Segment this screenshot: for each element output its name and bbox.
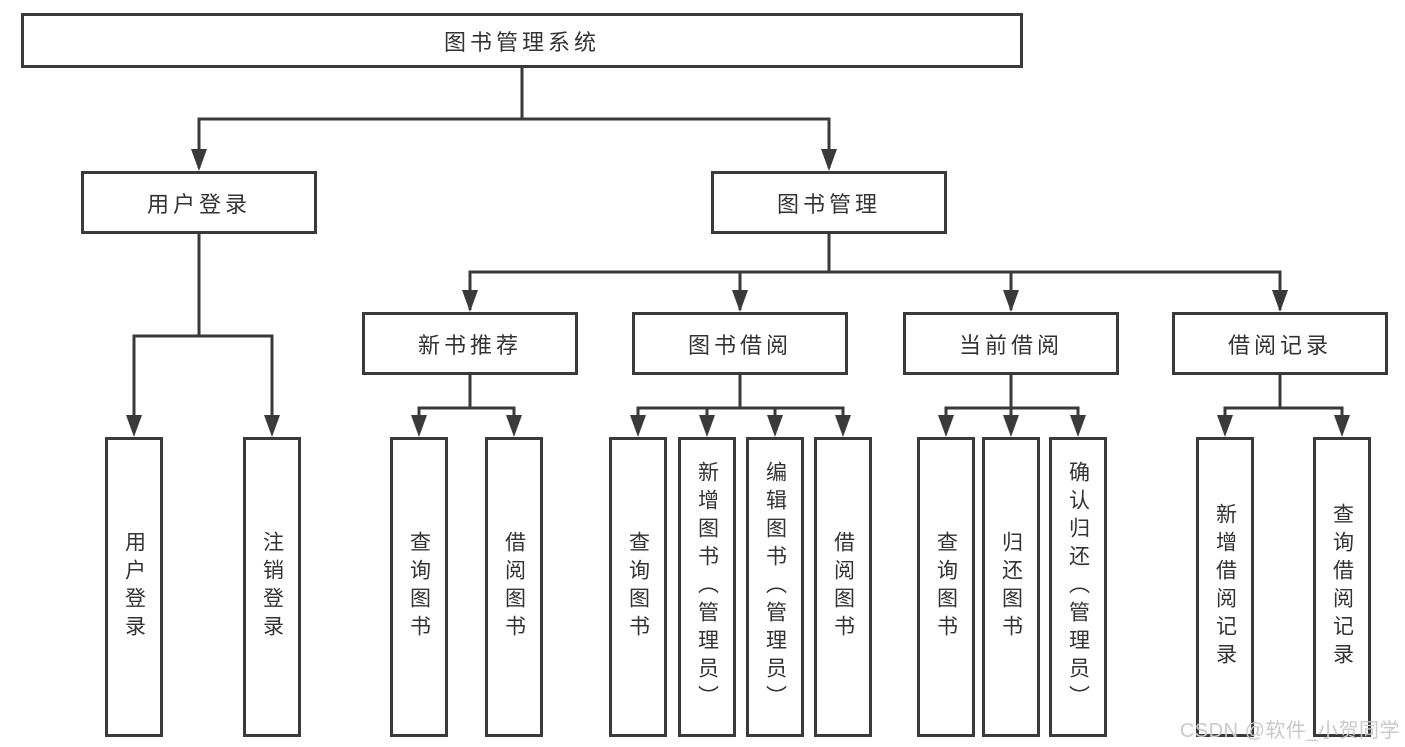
leaf-current-return-books: 归还图书 — [982, 437, 1040, 737]
leaf-borrowing-query-books: 查询图书 — [609, 437, 667, 737]
node-user-login: 用户登录 — [81, 171, 317, 234]
node-label: 借阅图书 — [502, 531, 526, 643]
node-label: 查询借阅记录 — [1330, 503, 1354, 671]
node-label: 新书推荐 — [417, 332, 522, 358]
node-label: 当前借阅 — [958, 332, 1063, 358]
arrowhead-icons — [126, 149, 1350, 437]
node-book-management: 图书管理 — [711, 171, 947, 234]
leaf-recommend-borrow-books: 借阅图书 — [485, 437, 543, 737]
node-label: 新增借阅记录 — [1213, 503, 1237, 671]
node-label: 查询图书 — [407, 531, 431, 643]
node-label: 查询图书 — [626, 531, 650, 643]
connector-lines — [132, 68, 1344, 433]
node-label: 图书管理 — [776, 191, 881, 217]
leaf-current-query-books: 查询图书 — [917, 437, 975, 737]
node-label: 新增图书（管理员） — [695, 461, 719, 713]
leaf-borrowing-edit-books-admin: 编辑图书（管理员） — [746, 437, 804, 737]
node-label: 图书借阅 — [687, 332, 792, 358]
leaf-records-query-record: 查询借阅记录 — [1313, 437, 1371, 737]
node-book-borrowing: 图书借阅 — [632, 312, 848, 375]
node-new-book-recommend: 新书推荐 — [362, 312, 578, 375]
node-label: 编辑图书（管理员） — [763, 461, 787, 713]
leaf-borrowing-add-books-admin: 新增图书（管理员） — [678, 437, 736, 737]
node-borrow-records: 借阅记录 — [1172, 312, 1388, 375]
node-label: 借阅图书 — [831, 531, 855, 643]
node-label: 注销登录 — [260, 531, 284, 643]
node-current-borrowing: 当前借阅 — [903, 312, 1119, 375]
node-label: 确认归还（管理员） — [1066, 461, 1090, 713]
node-label: 查询图书 — [934, 531, 958, 643]
leaf-recommend-query-books: 查询图书 — [390, 437, 448, 737]
node-label: 归还图书 — [999, 531, 1023, 643]
node-label: 用户登录 — [122, 531, 146, 643]
node-label: 借阅记录 — [1227, 332, 1332, 358]
node-label: 用户登录 — [146, 191, 251, 217]
leaf-records-add-record: 新增借阅记录 — [1196, 437, 1254, 737]
csdn-watermark: CSDN @软件_小贺同学 — [1179, 720, 1400, 742]
leaf-borrowing-borrow-books: 借阅图书 — [814, 437, 872, 737]
leaf-logout: 注销登录 — [243, 437, 301, 737]
node-label: 图书管理系统 — [443, 29, 600, 55]
leaf-user-login: 用户登录 — [105, 437, 163, 737]
leaf-current-confirm-return-admin: 确认归还（管理员） — [1049, 437, 1107, 737]
node-library-management-system: 图书管理系统 — [21, 13, 1023, 68]
